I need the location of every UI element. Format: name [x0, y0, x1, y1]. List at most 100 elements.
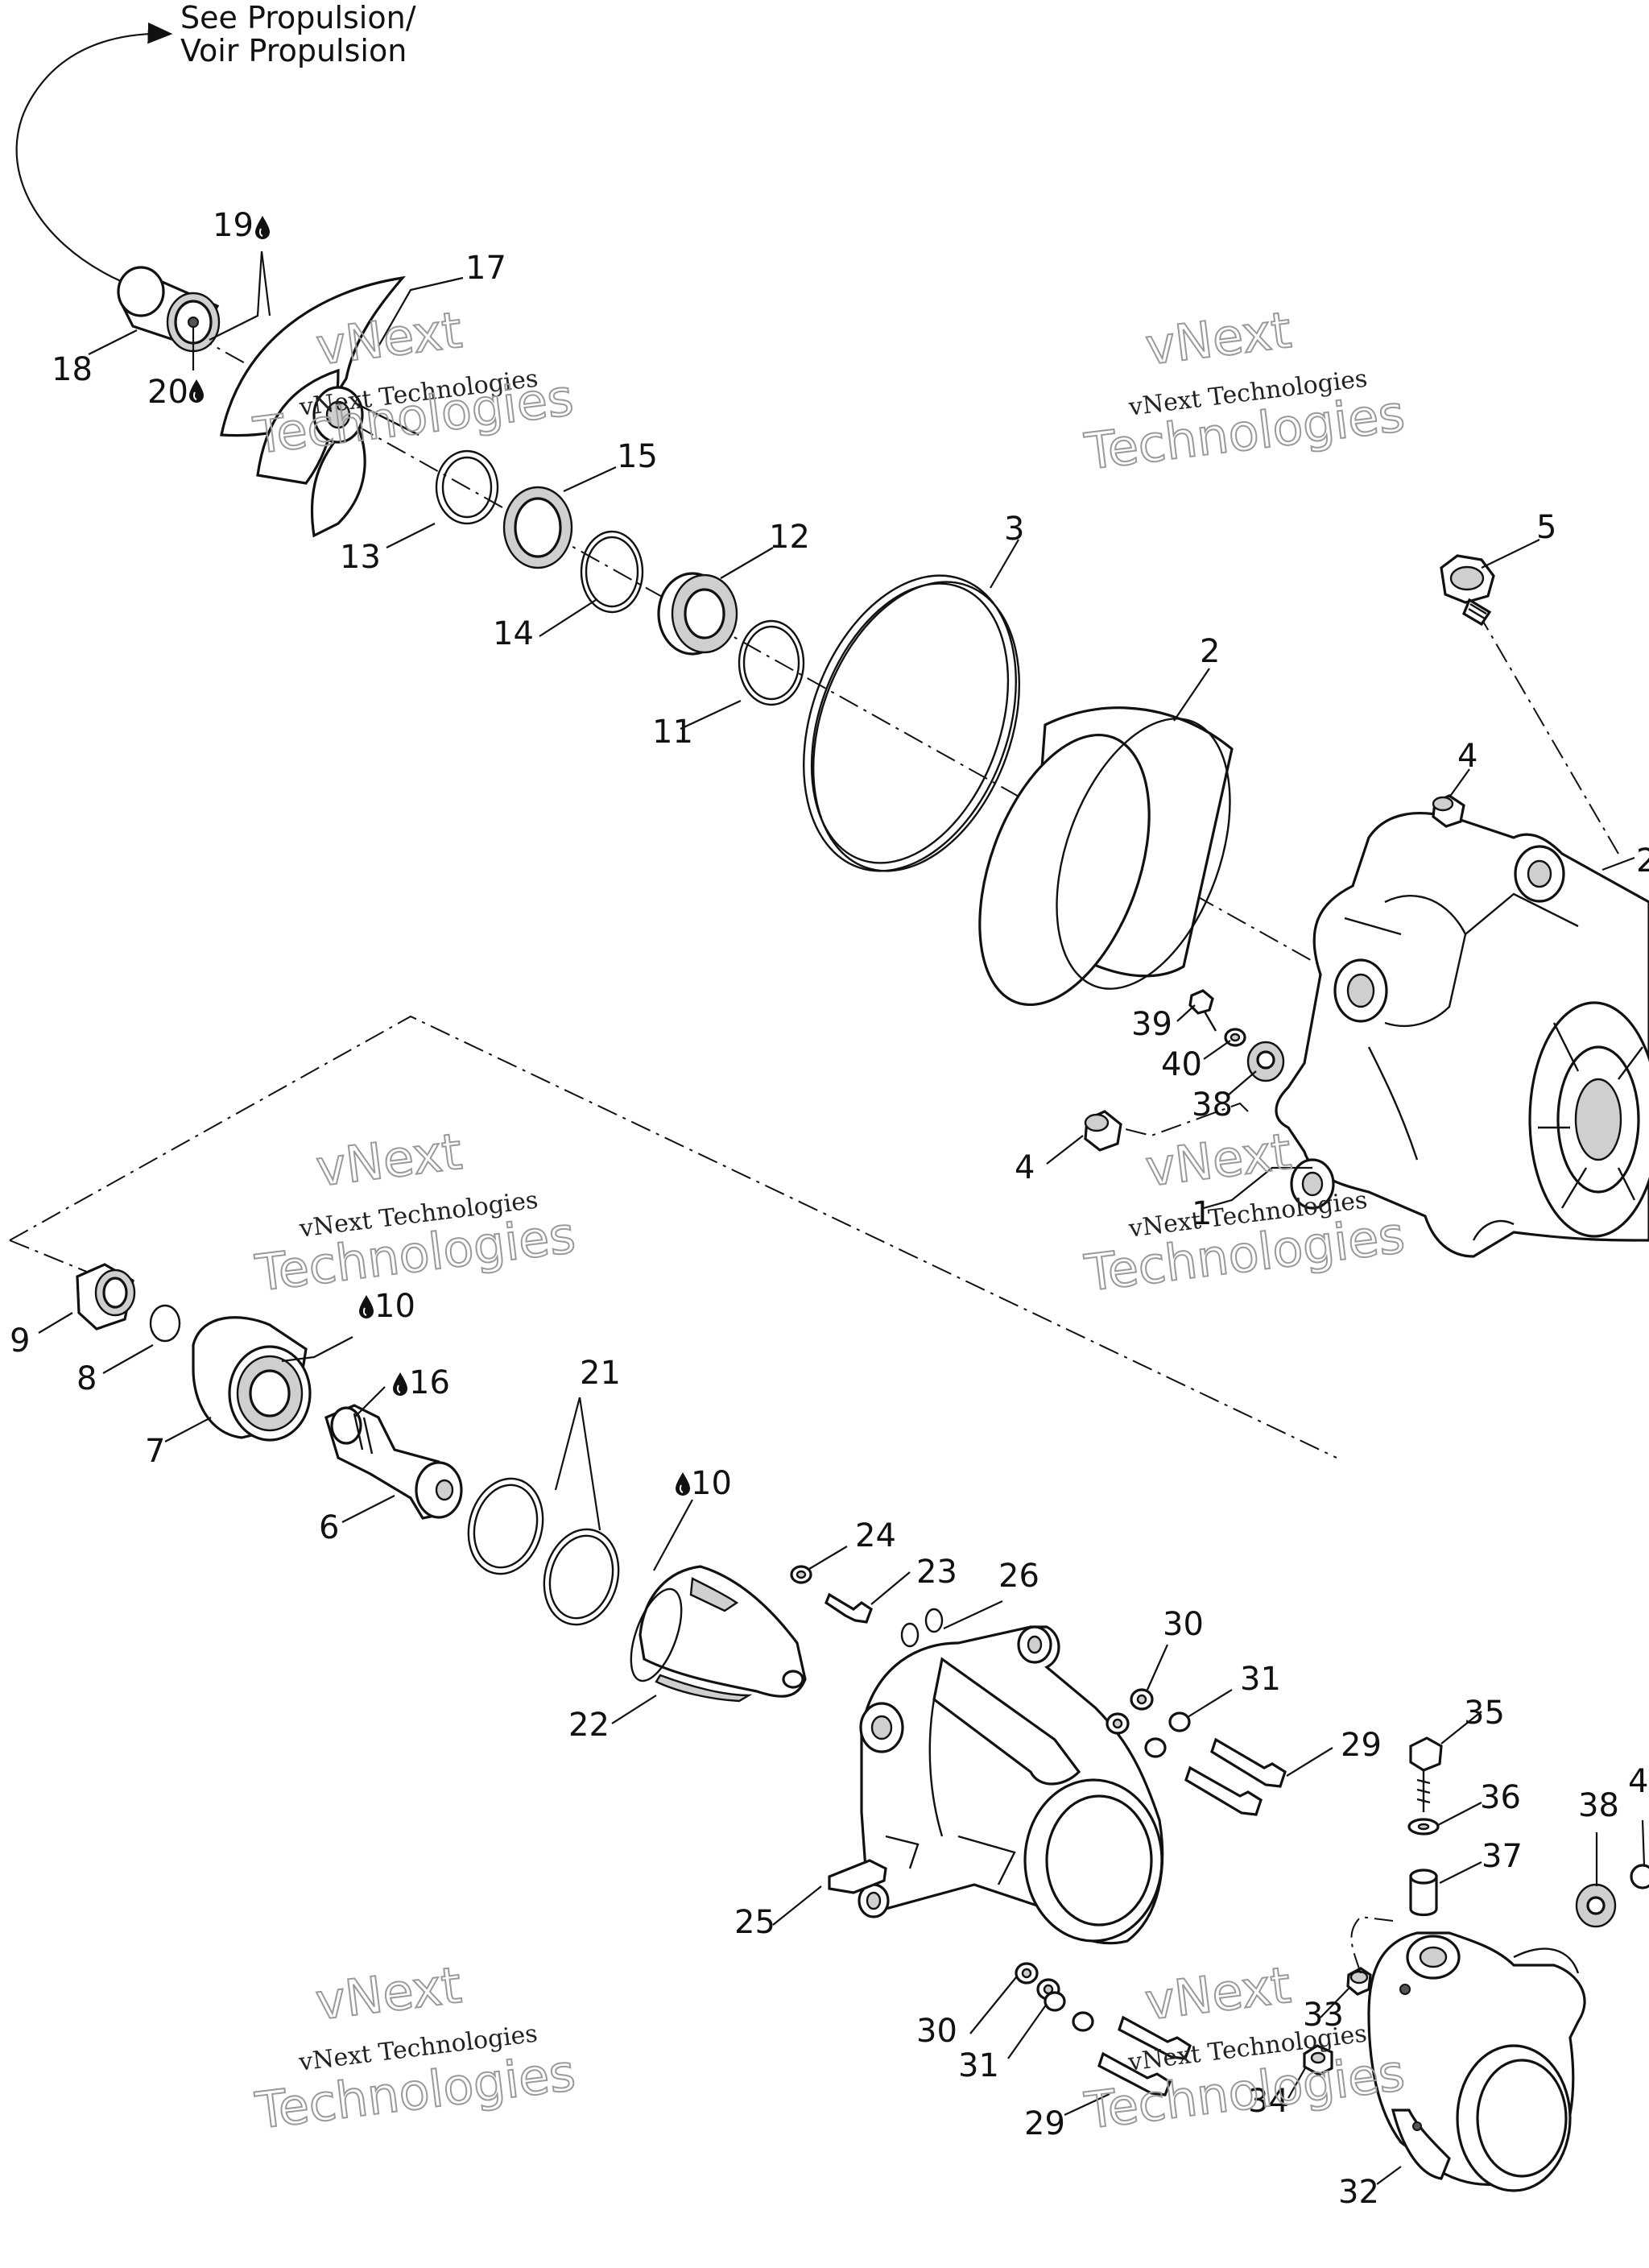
oil-drop-icon — [188, 379, 205, 404]
callout-2: 2 — [1200, 633, 1220, 670]
callout-30-lower: 30 — [916, 2013, 957, 2050]
callout-7: 7 — [145, 1433, 165, 1470]
part-12-bearing-seal — [657, 572, 738, 656]
part-40-washer-right — [1630, 1864, 1649, 1889]
callout-29-lower: 29 — [1024, 2105, 1065, 2142]
callout-1: 1 — [1192, 1195, 1212, 1232]
part-3-wear-ring — [803, 574, 1021, 872]
callout-26: 26 — [998, 1558, 1039, 1595]
part-38-grommet — [1246, 1041, 1285, 1082]
callout-3: 3 — [1004, 511, 1024, 548]
part-13-circlip — [435, 449, 499, 525]
callout-36: 36 — [1480, 1779, 1521, 1816]
callout-18: 18 — [52, 351, 93, 388]
leader-lines — [38, 250, 1646, 2185]
watermark-big-1: vNext — [1143, 1122, 1295, 1198]
callout-20: 20 — [147, 374, 188, 411]
part-39-screw — [1188, 989, 1217, 1032]
callout-14: 14 — [493, 615, 534, 652]
callout-12: 12 — [769, 519, 810, 556]
part-4-dowel-upper — [1432, 794, 1465, 828]
watermark-5: vNext Technologies vNext Technologies — [251, 1955, 579, 2142]
part-9-bushing — [76, 1263, 136, 1331]
callout-24: 24 — [855, 1517, 896, 1554]
callout-15: 15 — [617, 438, 658, 475]
callout-6: 6 — [319, 1509, 339, 1546]
callout-2-edge: 2 — [1636, 842, 1649, 879]
part-36-washer — [1407, 1818, 1440, 1836]
callout-39: 39 — [1131, 1006, 1172, 1043]
callout-37: 37 — [1482, 1838, 1523, 1875]
watermark-big-1: vNext — [312, 1956, 465, 2032]
part-2-liner — [978, 706, 1234, 1007]
callout-17: 17 — [465, 250, 506, 287]
callout-35: 35 — [1464, 1695, 1505, 1732]
part-32-nozzle — [1367, 1931, 1586, 2192]
callout-21: 21 — [580, 1355, 621, 1392]
callout-40-right: 40 — [1628, 1763, 1649, 1800]
part-33-bushing — [1346, 1967, 1372, 1996]
callout-4-upper: 4 — [1457, 738, 1477, 775]
part-11-o-ring — [738, 619, 805, 706]
callout-40: 40 — [1161, 1046, 1202, 1083]
callout-11: 11 — [652, 714, 693, 751]
callout-32: 32 — [1338, 2174, 1379, 2211]
callout-16: 16 — [409, 1364, 450, 1401]
callout-38-right: 38 — [1578, 1787, 1619, 1824]
part-15-seal — [502, 486, 573, 569]
callout-34: 34 — [1248, 2083, 1289, 2120]
voir-propulsion-label: Voir Propulsion — [180, 33, 407, 68]
callout-19: 19 — [213, 207, 254, 244]
watermark-big-1: vNext — [313, 1122, 465, 1198]
part-38-grommet-right — [1575, 1883, 1617, 1928]
part-31-lockwasher-lower — [1044, 1991, 1094, 2032]
part-17-impeller — [220, 275, 419, 538]
oil-drop-icon — [392, 1372, 408, 1397]
part-31-lockwasher-upper — [1144, 1711, 1191, 1758]
part-29-bolt-lower — [1097, 2015, 1192, 2096]
callout-13: 13 — [340, 539, 381, 576]
part-21-o-rings — [467, 1477, 620, 1626]
part-18-sleeve — [117, 266, 221, 353]
callout-25: 25 — [734, 1904, 775, 1941]
callout-10-upper: 10 — [374, 1288, 415, 1325]
see-propulsion-arrow — [15, 22, 173, 284]
callout-31-lower: 31 — [958, 2047, 999, 2084]
axis-line-4b — [1118, 1102, 1249, 1137]
part-7-bearing — [192, 1316, 312, 1442]
callout-9: 9 — [10, 1322, 30, 1360]
part-14-o-ring — [580, 530, 644, 614]
part-8-o-ring — [149, 1304, 181, 1343]
watermark-big-1: vNext — [1142, 1956, 1294, 2032]
callout-22: 22 — [568, 1707, 610, 1744]
callout-31-upper: 31 — [1240, 1661, 1281, 1698]
part-34-nut — [1303, 2044, 1333, 2076]
part-37-spacer — [1409, 1869, 1438, 1917]
axis-line-5 — [1458, 579, 1619, 855]
part-23-screw — [824, 1592, 873, 1624]
callout-10-lower: 10 — [691, 1465, 732, 1502]
oil-drop-icon — [358, 1294, 374, 1319]
callout-29-upper: 29 — [1341, 1727, 1382, 1764]
venturi-housing — [858, 1625, 1164, 1945]
callout-5: 5 — [1536, 509, 1556, 546]
callout-8: 8 — [76, 1360, 97, 1397]
watermark-3: vNext Technologies vNext Technologies — [251, 1121, 579, 1304]
part-30-washer-lower — [1015, 1962, 1060, 2001]
part-26-o-rings — [900, 1608, 944, 1648]
part-5-drain-plug — [1440, 554, 1495, 627]
callout-4-lower: 4 — [1015, 1149, 1035, 1186]
part-35-screw — [1409, 1736, 1443, 1812]
part-24-washer — [790, 1565, 812, 1584]
part-22-cone — [630, 1565, 807, 1703]
callout-labels: 19 17 18 20 15 13 12 3 5 14 2 11 4 2 39 … — [10, 207, 1649, 2211]
oil-drop-icon — [675, 1471, 691, 1496]
subassembly-frame — [9, 1015, 1337, 1459]
callout-23: 23 — [916, 1554, 957, 1591]
oil-drop-icon — [254, 215, 271, 240]
part-1-pump-housing — [1275, 812, 1649, 1258]
part-6-shaft — [324, 1404, 463, 1520]
watermark-2: vNext Technologies vNext Technologies — [1081, 300, 1408, 482]
